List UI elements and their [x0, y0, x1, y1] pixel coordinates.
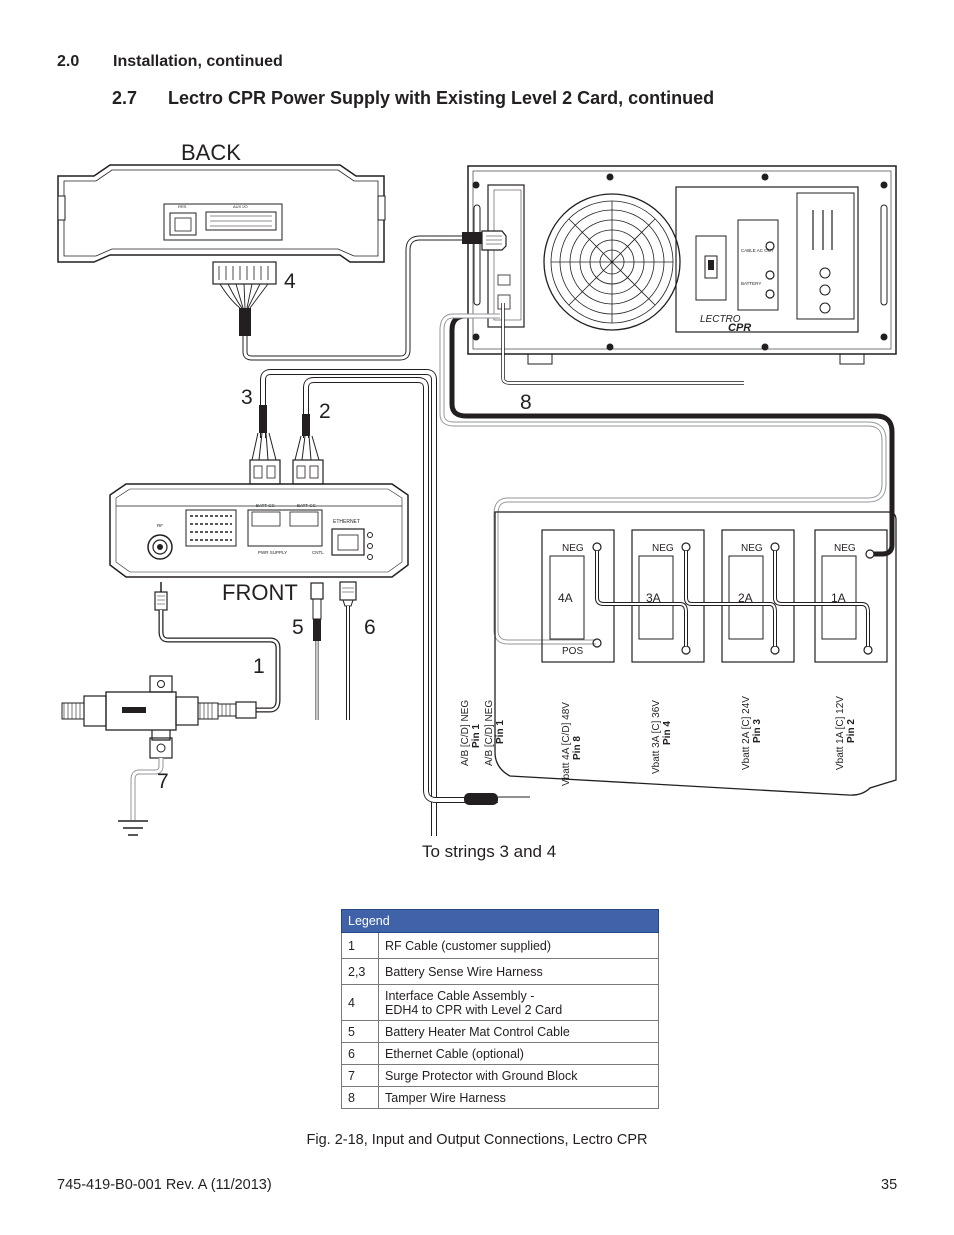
legend-value-line2: EDH4 to CPR with Level 2 Card [385, 1002, 563, 1017]
wiring-diagram: BACK RRS AUX I/O 4 [57, 140, 897, 861]
back-unit: RRS AUX I/O [57, 164, 386, 263]
connector-5 [310, 582, 324, 720]
legend-value: Battery Heater Mat Control Cable [378, 1020, 659, 1043]
battery-3a-id: 3A [646, 591, 661, 605]
callout-3: 3 [241, 386, 253, 409]
legend-key: 2,3 [341, 958, 379, 985]
connector-3 [249, 405, 281, 485]
wire-label-vbatt-1a-pin: Pin 2 [846, 719, 857, 743]
legend-key: 4 [341, 984, 379, 1021]
wire-label-ab-neg-1-line1: A/B [C/D] NEG [460, 700, 471, 766]
battery-3a: NEG 3A [631, 529, 705, 663]
callout-8: 8 [520, 391, 532, 414]
connector-6 [339, 581, 357, 720]
battery-1a-id: 1A [831, 591, 846, 605]
footer-page-number: 35 [881, 1177, 898, 1193]
section-number: 2.0 [57, 53, 80, 70]
legend-header-row: Legend [341, 909, 659, 933]
wire-label-vbatt-2a-pin: Pin 3 [752, 719, 763, 743]
legend-value: Battery Sense Wire Harness [378, 958, 659, 985]
callout-5: 5 [292, 616, 304, 639]
section-heading: 2.0 Installation, continued [57, 53, 283, 71]
wire-label-vbatt-2a: Vbatt 2A [C] 24V [741, 696, 752, 770]
front-port-rf: RF [157, 523, 163, 528]
callout-2: 2 [319, 400, 331, 423]
connector-4 [212, 261, 277, 336]
back-port-aux: AUX I/O [233, 204, 248, 209]
battery-1a-neg: NEG [834, 543, 856, 554]
cpr-brand: LECTRO [700, 314, 741, 325]
legend-header: Legend [341, 909, 659, 933]
cable-ac-out-label: CABLE AC OUT [741, 248, 774, 253]
connector-2 [292, 414, 324, 485]
legend-value: RF Cable (customer supplied) [378, 932, 659, 959]
front-unit: RF BATT CC BATT CC ETHERNET PWR SUPPLY C… [109, 483, 409, 578]
front-label: FRONT [222, 580, 298, 605]
legend-value-multiline: Interface Cable Assembly -EDH4 to CPR wi… [378, 984, 659, 1021]
legend-key: 6 [341, 1042, 379, 1065]
legend-key: 8 [341, 1086, 379, 1109]
front-port-pwr-supply: PWR SUPPLY [258, 550, 287, 555]
callout-4: 4 [284, 270, 296, 293]
subsection-heading: 2.7 Lectro CPR Power Supply with Existing… [112, 88, 714, 109]
cpr-unit: CABLE AC OUT BATTERY LECTRO CPR [467, 165, 897, 365]
wire-label-vbatt-3a-pin: Pin 4 [662, 721, 673, 745]
wire-label-ab-neg-1: A/B [C/D] NEG [460, 700, 471, 766]
battery-3a-neg: NEG [652, 543, 674, 554]
wire-label-vbatt-1a: Vbatt 1A [C] 12V [835, 696, 846, 770]
surge-protector [61, 675, 219, 836]
cpr-model: CPR [728, 322, 751, 334]
section-title: Installation, continued [113, 53, 283, 70]
battery-4a-neg: NEG [562, 543, 584, 554]
front-port-batt-cc-1: BATT CC [256, 503, 276, 508]
footer-doc-id: 745-419-B0-001 Rev. A (11/2013) [57, 1177, 272, 1193]
legend-value: Tamper Wire Harness [378, 1086, 659, 1109]
front-port-cntl: CNTL [312, 550, 324, 555]
subsection-title: Lectro CPR Power Supply with Existing Le… [168, 88, 715, 108]
wire-label-ab-neg-2: A/B [C/D] NEG [484, 700, 495, 766]
back-label: BACK [181, 140, 241, 165]
figure-caption: Fig. 2-18, Input and Output Connections,… [306, 1132, 648, 1148]
wire-label-ab-neg-1-pin: Pin 1 [471, 724, 482, 748]
battery-4a-id: 4A [558, 591, 573, 605]
legend-key: 7 [341, 1064, 379, 1087]
battery-label: BATTERY [741, 281, 761, 286]
callout-6: 6 [364, 616, 376, 639]
legend-key: 5 [341, 1020, 379, 1043]
legend-value: Surge Protector with Ground Block [378, 1064, 659, 1087]
callout-7: 7 [157, 770, 169, 793]
subsection-number: 2.7 [112, 88, 138, 108]
callout-1: 1 [253, 655, 265, 678]
battery-4a-pos: POS [562, 646, 583, 657]
back-port-rrs: RRS [178, 204, 187, 209]
front-port-batt-cc-2: BATT CC [297, 503, 317, 508]
legend-value: Ethernet Cable (optional) [378, 1042, 659, 1065]
wire-label-vbatt-3a: Vbatt 3A [C] 36V [651, 700, 662, 774]
battery-2a-id: 2A [738, 591, 753, 605]
legend-key: 1 [341, 932, 379, 959]
rf-cable [154, 582, 281, 719]
battery-4a: NEG 4A POS [541, 529, 615, 663]
battery-2a-neg: NEG [741, 543, 763, 554]
wire-label-vbatt-4a-pin: Pin 8 [572, 736, 583, 760]
legend-value-line1: Interface Cable Assembly - [385, 988, 535, 1003]
wire-label-vbatt-4a: Vbatt 4A [C/D] 48V [561, 702, 572, 786]
to-strings-label: To strings 3 and 4 [422, 842, 556, 861]
front-port-ethernet: ETHERNET [333, 519, 360, 525]
wire-label-ab-neg-2-pin: Pin 1 [495, 720, 506, 744]
battery-1a: NEG 1A [814, 529, 888, 663]
battery-2a: NEG 2A [721, 529, 795, 663]
